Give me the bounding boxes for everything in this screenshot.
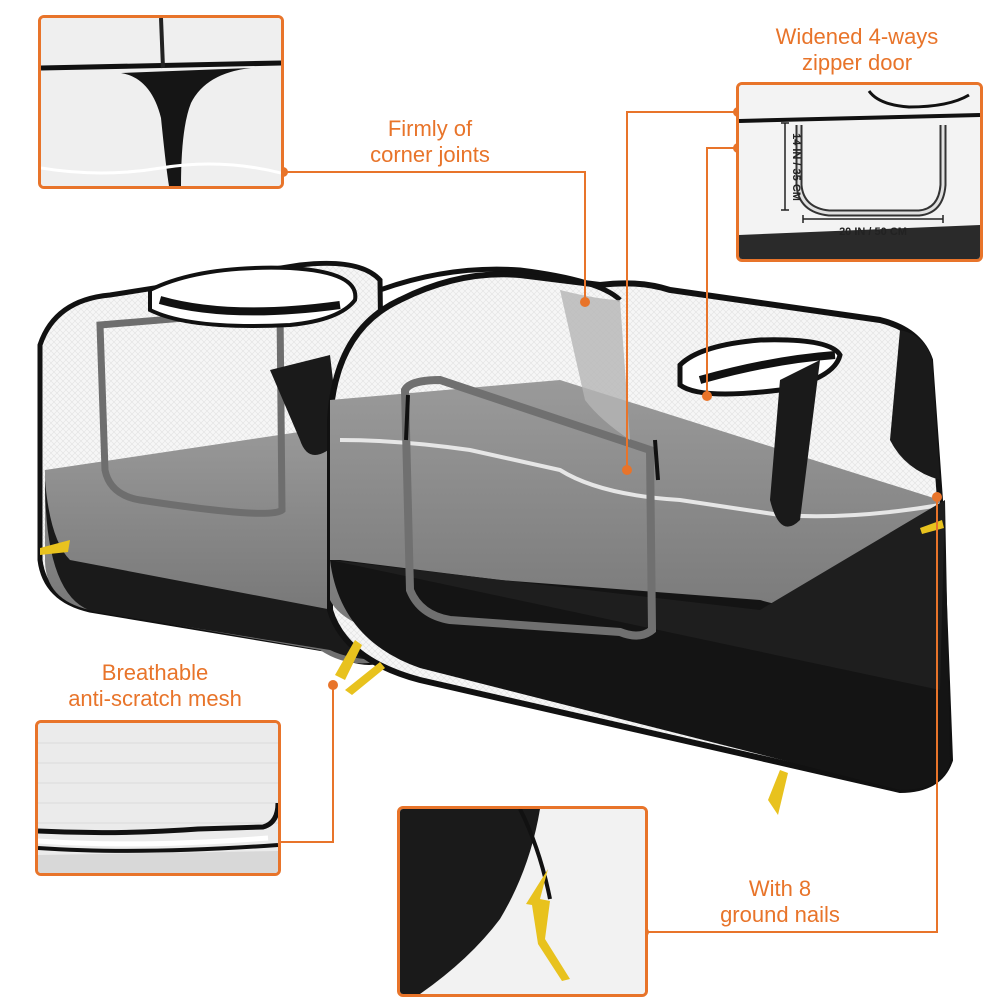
ground-nails-inset [397,806,648,997]
left-tent [37,260,388,665]
zipper-door-line1: Widened 4-ways [775,24,939,49]
corner-joint-closeup [41,18,281,186]
ground-nails-closeup [400,809,645,994]
right-tent [327,266,954,794]
ground-stakes [40,520,944,815]
corner-joints-callout: Firmly of corner joints [330,116,530,168]
zipper-door-line2: zipper door [801,50,913,75]
zipper-door-leader-1 [626,111,738,470]
zipper-door-inset: 14 IN / 35 CM 20 IN / 50 CM [736,82,983,262]
mesh-callout: Breathable anti-scratch mesh [40,660,270,712]
mesh-inset [35,720,281,876]
zipper-door-callout: Widened 4-ways zipper door [742,24,972,76]
ground-nails-leader [644,497,938,933]
corner-joint-leader [283,171,586,302]
mesh-line2: anti-scratch mesh [68,686,242,711]
corner-joints-line1: Firmly of [387,116,473,141]
corner-joints-line2: corner joints [370,142,490,167]
width-dimension: 20 IN / 50 CM [839,226,907,238]
callout-lines [276,111,938,933]
height-dimension: 14 IN / 35 CM [790,133,802,201]
mesh-closeup [38,723,278,873]
mesh-leader [276,685,334,843]
zipper-door-closeup: 14 IN / 35 CM 20 IN / 50 CM [739,85,980,259]
ground-nails-line2: ground nails [720,902,840,927]
corner-joint-inset [38,15,284,189]
ground-nails-callout: With 8 ground nails [690,876,870,928]
mesh-line1: Breathable [101,660,209,685]
ground-nails-line1: With 8 [748,876,812,901]
zipper-door-leader-2 [706,147,738,396]
